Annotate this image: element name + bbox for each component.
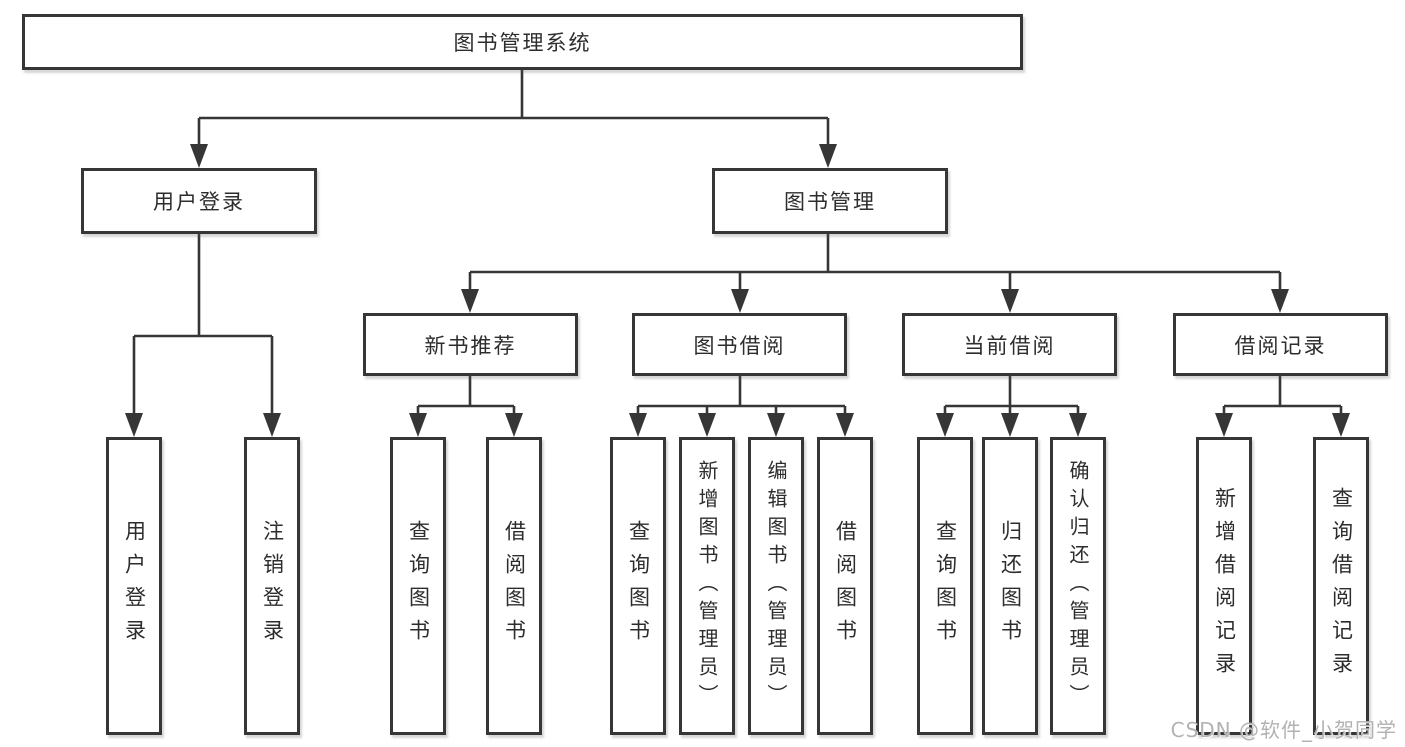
node-user-login: 用户登录 <box>81 168 317 234</box>
node-borrow-records: 借阅记录 <box>1173 313 1388 376</box>
arrowhead-down-icon <box>263 413 281 437</box>
leaf-label: 注销登录 <box>260 520 285 652</box>
arrowhead-down-icon <box>836 413 854 437</box>
node-leaf-query-books-current: 查询图书 <box>917 437 973 735</box>
arrowhead-down-icon <box>819 144 837 168</box>
node-leaf-confirm-return-admin: 确认归还（管理员） <box>1050 437 1106 735</box>
leaf-label: 归还图书 <box>998 520 1023 652</box>
arrowhead-down-icon <box>698 413 716 437</box>
arrowhead-down-icon <box>190 144 208 168</box>
node-leaf-add-borrow-record: 新增借阅记录 <box>1196 437 1252 735</box>
leaf-label: 确认归还（管理员） <box>1066 460 1090 712</box>
connector-new-book-children <box>409 376 523 437</box>
arrowhead-down-icon <box>731 289 749 313</box>
connector-current-borrow-children <box>936 376 1087 437</box>
leaf-label: 用户登录 <box>122 520 147 652</box>
node-library-system-root: 图书管理系统 <box>22 14 1023 70</box>
csdn-watermark: CSDN @软件_小贺同学 <box>1170 718 1397 742</box>
node-book-borrow: 图书借阅 <box>632 313 847 376</box>
arrowhead-down-icon <box>461 289 479 313</box>
leaf-label: 查询图书 <box>933 520 958 652</box>
node-book-management: 图书管理 <box>712 168 948 234</box>
arrowhead-down-icon <box>936 413 954 437</box>
arrowhead-down-icon <box>1271 289 1289 313</box>
leaf-label: 查询图书 <box>626 520 651 652</box>
leaf-label: 查询借阅记录 <box>1329 487 1354 685</box>
connector-book-management-level3 <box>461 234 1289 313</box>
node-leaf-query-borrow-record: 查询借阅记录 <box>1313 437 1369 735</box>
arrowhead-down-icon <box>1069 413 1087 437</box>
node-leaf-add-book-admin: 新增图书（管理员） <box>679 437 735 735</box>
node-leaf-query-books-borrow: 查询图书 <box>610 437 666 735</box>
leaf-label: 编辑图书（管理员） <box>764 460 788 712</box>
node-leaf-return-books: 归还图书 <box>982 437 1038 735</box>
leaf-label: 借阅图书 <box>502 520 527 652</box>
node-new-book-recommend: 新书推荐 <box>363 313 578 376</box>
node-current-borrow: 当前借阅 <box>902 313 1117 376</box>
arrowhead-down-icon <box>1001 413 1019 437</box>
arrowhead-down-icon <box>1001 289 1019 313</box>
node-leaf-edit-book-admin: 编辑图书（管理员） <box>748 437 804 735</box>
leaf-label: 借阅图书 <box>833 520 858 652</box>
connector-user-login-children <box>125 233 281 437</box>
connector-root-to-level2 <box>190 70 837 168</box>
arrowhead-down-icon <box>1215 413 1233 437</box>
node-leaf-query-books-recommend: 查询图书 <box>390 437 446 735</box>
node-leaf-borrow-books: 借阅图书 <box>817 437 873 735</box>
leaf-label: 查询图书 <box>406 520 431 652</box>
node-leaf-logout: 注销登录 <box>244 437 300 735</box>
arrowhead-down-icon <box>629 413 647 437</box>
arrowhead-down-icon <box>125 413 143 437</box>
arrowhead-down-icon <box>1332 413 1350 437</box>
node-leaf-user-login: 用户登录 <box>106 437 162 735</box>
leaf-label: 新增图书（管理员） <box>695 460 719 712</box>
arrowhead-down-icon <box>767 413 785 437</box>
leaf-label: 新增借阅记录 <box>1212 487 1237 685</box>
arrowhead-down-icon <box>409 413 427 437</box>
connector-book-borrow-children <box>629 376 854 437</box>
connector-borrow-record-children <box>1215 376 1350 437</box>
arrowhead-down-icon <box>505 413 523 437</box>
node-leaf-borrow-books-recommend: 借阅图书 <box>486 437 542 735</box>
